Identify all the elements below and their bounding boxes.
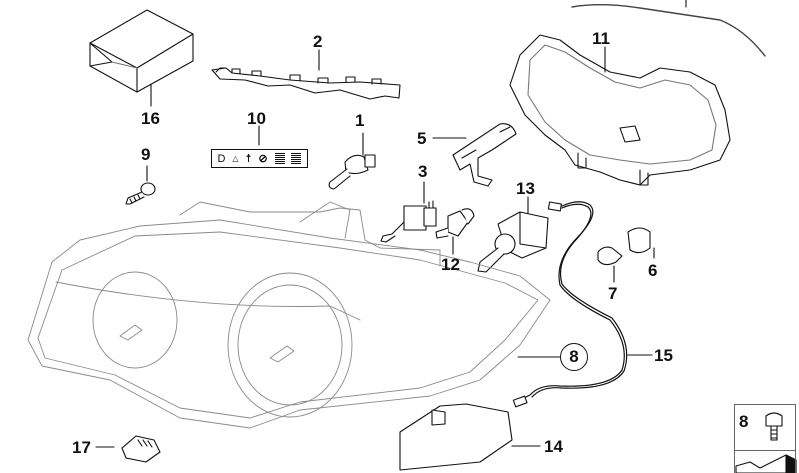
- stripes-icon: [274, 153, 285, 164]
- legend-number: 8: [739, 412, 749, 431]
- legend-divider: [735, 450, 795, 451]
- callout-8-circled: 8: [560, 343, 588, 371]
- mounting-bracket-icon: [211, 49, 401, 100]
- callout-5: 5: [417, 129, 427, 148]
- bulb-socket-icon: [627, 227, 655, 259]
- retaining-clip-icon: [432, 123, 517, 187]
- indicator-bulb-icon: [597, 246, 623, 283]
- legend-wedge-icon: [735, 454, 797, 473]
- screw-icon: [125, 165, 156, 205]
- xenon-bulb-icon: [477, 196, 549, 273]
- callout-15: 15: [654, 346, 673, 365]
- d-symbol: D: [217, 152, 226, 165]
- person-icon: ☨: [245, 153, 252, 165]
- control-unit-cover-icon: [399, 403, 541, 471]
- headlight-housing-icon: [27, 201, 561, 429]
- callout-7: 7: [608, 284, 618, 303]
- callout-17: 17: [72, 438, 91, 457]
- callout-11: 11: [592, 29, 610, 48]
- callout-16: 16: [141, 109, 160, 128]
- legend-box: 8: [734, 404, 796, 473]
- callout-12: 12: [441, 255, 460, 274]
- warning-triangle-icon: △: [232, 154, 239, 163]
- warning-label: D △ ☨ ⊘: [211, 149, 308, 168]
- callout-9: 9: [141, 145, 151, 164]
- socket-adjuster-icon: [380, 181, 437, 243]
- callout-13: 13: [516, 179, 535, 198]
- callout-2: 2: [313, 32, 323, 51]
- legend-screw-icon: [765, 412, 783, 441]
- callout-6: 6: [648, 261, 658, 280]
- callout-14: 14: [544, 437, 563, 456]
- bulb-holder-icon: [435, 208, 475, 255]
- connector-module-icon: [95, 435, 161, 463]
- halogen-bulb-icon: [328, 132, 376, 190]
- wire-top-icon: [571, 4, 766, 57]
- headlight-seal-icon: [509, 34, 731, 186]
- callout-10: 10: [247, 109, 266, 128]
- callout-3: 3: [418, 162, 428, 181]
- callout-1: 1: [355, 111, 365, 130]
- prohibited-icon: ⊘: [258, 153, 268, 165]
- wiring-harness-icon: [512, 201, 653, 408]
- stripes-icon: [291, 153, 302, 164]
- repair-kit-box-icon: [89, 9, 194, 107]
